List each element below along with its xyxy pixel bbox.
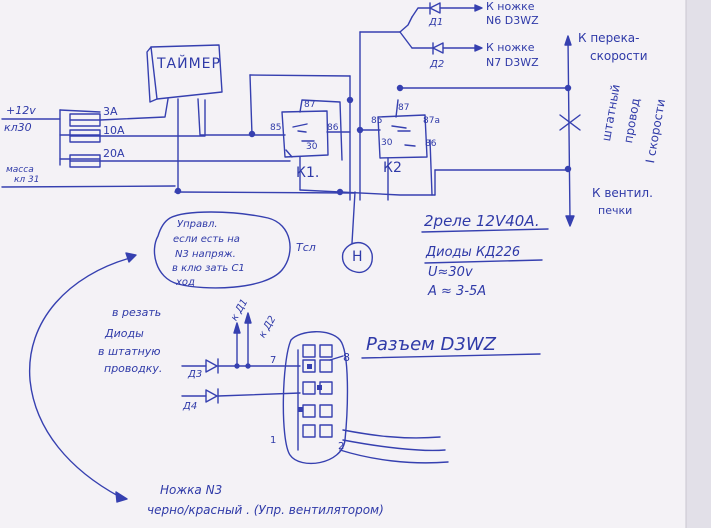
button-label: Тсл	[296, 241, 316, 254]
k2-87a: 87a	[423, 116, 440, 126]
fuse-20a-label: 20A	[103, 147, 125, 160]
insert-note-2: Диоды	[105, 327, 144, 340]
control-note-bubble	[153, 211, 291, 289]
d1-label: Д1	[429, 17, 444, 28]
control-note-line-1: Управл.	[177, 219, 218, 230]
speed-switch-label: К перека-	[578, 31, 640, 45]
speed-switch-label-b: скорости	[590, 49, 648, 63]
button-h	[341, 191, 373, 274]
control-note-line-4: в клю зать С1	[172, 263, 245, 274]
k1-86: 86	[327, 123, 339, 133]
plus12v-label: +12v	[6, 104, 36, 117]
k2-87: 87	[398, 103, 410, 113]
pin8-label: 8	[343, 351, 350, 364]
relay-spec: 2реле 12V40A.	[424, 212, 540, 230]
kl31-label: кл 31	[14, 175, 40, 185]
to-pin7-label: К ножке	[486, 41, 535, 54]
control-note-line-3: N3 напряж.	[175, 249, 236, 260]
pin1-label: 1	[270, 435, 277, 446]
color-note: черно/красный . (Упр. вентилятором)	[147, 503, 384, 517]
to-pin6-label-b: N6 D3WZ	[486, 14, 539, 27]
control-note-line-5: ход	[176, 277, 195, 288]
insert-note-3: в штатную	[98, 345, 161, 358]
power-input-lines	[1, 109, 176, 188]
fuse-10a-label: 10A	[103, 124, 125, 137]
pin7-label: 7	[270, 355, 277, 366]
timer-block	[146, 44, 223, 103]
k2-label: К2	[383, 160, 402, 176]
k1-label: К1.	[296, 165, 320, 181]
relay-k1	[281, 110, 329, 158]
to-pin7-label-b: N7 D3WZ	[486, 56, 539, 69]
d3-label: Д3	[188, 369, 203, 380]
k1-30: 30	[306, 142, 318, 152]
to-pin6-label: К ножке	[486, 0, 535, 13]
k2-86: 86	[425, 139, 437, 149]
pin3-note: Ножка N3	[160, 483, 223, 497]
to-fan-label-b: печки	[598, 204, 633, 217]
k1-85: 85	[270, 123, 282, 133]
relay-k2	[377, 114, 428, 159]
k2-30: 30	[381, 138, 393, 148]
voltage-spec: U≈30v	[428, 265, 473, 280]
control-note-line-2: если есть на	[173, 234, 240, 245]
insert-note-4: проводку.	[104, 362, 163, 375]
massa-label: масса	[6, 165, 34, 175]
to-fan-label: К вентил.	[592, 186, 653, 200]
connector-label: Разъем D3WZ	[366, 334, 496, 355]
button-h-letter: H	[352, 249, 363, 265]
pin2-label: 2	[338, 441, 345, 452]
current-spec: A ≈ 3-5A	[428, 284, 487, 299]
d4-label: Д4	[183, 401, 198, 412]
kl30-label: кл30	[4, 121, 32, 134]
k1-87: 87	[304, 100, 316, 110]
diode-spec: Диоды КД226	[426, 245, 521, 260]
timer-label: ТАЙМЕР	[157, 56, 221, 72]
fuse-3a-label: 3A	[103, 105, 118, 118]
d2-label: Д2	[430, 59, 445, 70]
insert-note-1: в резать	[112, 306, 162, 319]
k2-85: 85	[371, 116, 383, 126]
